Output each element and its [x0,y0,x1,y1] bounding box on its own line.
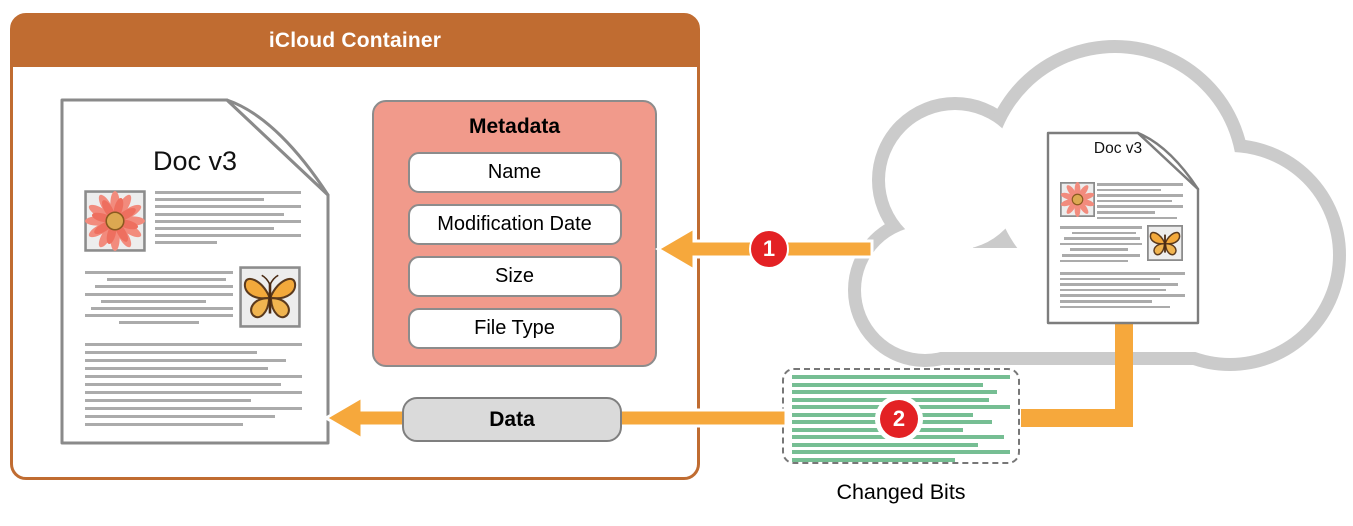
clouddoc-lines-1-row [1097,216,1177,220]
clouddoc-lines-1-row [1097,199,1172,203]
doc-lines-3-row [85,399,251,402]
metadata-title: Metadata [468,115,561,138]
clouddoc-lines-1-row [1097,183,1183,186]
doc-lines-1-row [155,234,301,238]
data-pill: Data [402,397,622,442]
changed-bits-lines-row [792,397,989,402]
doc-lines-2-row [119,321,199,325]
doc-lines-3-row [85,423,243,426]
metadata-field-pill: Name [407,152,622,193]
clouddoc-lines-1-row [1097,188,1161,192]
doc-lines-3-row [85,359,286,362]
data-pill-label: Data [489,407,535,431]
doc-lines-3-row [85,383,281,386]
clouddoc-lines-2-row [1062,254,1140,257]
changed-bits-lines-row [792,382,983,387]
icloud-container-header: iCloud Container [12,15,698,67]
changed-bits-lines-row [792,442,978,447]
doc-lines-1-row [155,198,264,202]
flower-photo-icon-small [1060,182,1095,217]
doc-lines-3-row [85,375,302,378]
step-1-badge: 1 [749,229,789,269]
clouddoc-lines-2-row [1064,237,1140,240]
cloud-to-changedbits-connector [1021,316,1133,427]
changed-bits-lines-row [792,390,997,394]
doc-lines-2-row [85,292,233,296]
metadata-field-pill: Modification Date [407,204,622,245]
doc-lines-2-row [85,271,233,274]
step-2-number: 2 [892,406,906,431]
doc-lines-1-row [155,191,301,194]
icloud-container-title: iCloud Container [268,29,442,52]
clouddoc-lines-1-row [1097,194,1183,197]
doc-lines-3-row [85,391,302,394]
local-document-title: Doc v3 [152,146,238,176]
step-2-badge: 2 [880,400,918,438]
clouddoc-lines-3-row [1060,277,1160,281]
doc-lines-3-row [85,351,257,354]
clouddoc-lines-2-row [1060,226,1142,229]
clouddoc-lines-3-row [1060,288,1166,292]
doc-lines-2-row [91,307,233,310]
clouddoc-lines-3-row [1060,272,1185,275]
doc-lines-1-row [155,227,274,230]
clouddoc-lines-3-row [1060,305,1170,309]
clouddoc-lines-3-row [1060,283,1178,286]
metadata-field-pill: Size [407,256,622,297]
flower-photo-icon [84,190,146,252]
clouddoc-lines-2-row [1060,242,1142,246]
changed-bits-lines-row [792,427,963,432]
doc-lines-1-row [155,212,284,216]
metadata-field-pill: File Type [407,308,622,349]
clouddoc-lines-3-row [1060,294,1185,297]
doc-lines-3-row [85,343,302,346]
cloud-document-title: Doc v3 [1093,140,1143,157]
changed-bits-lines-row [792,457,955,462]
doc-lines-1-row [155,219,301,223]
clouddoc-lines-2-row [1070,248,1128,251]
step-1-number: 1 [762,236,776,261]
doc-lines-3-row [85,415,275,418]
butterfly-photo-icon [239,266,301,328]
clouddoc-lines-1-row [1097,205,1183,208]
clouddoc-lines-3-row [1060,300,1152,303]
clouddoc-lines-1-row [1097,211,1155,214]
changed-bits-lines-row [792,450,1010,454]
butterfly-photo-icon-small [1147,225,1183,261]
doc-lines-3-row [85,407,302,410]
doc-lines-2-row [101,299,206,303]
changed-bits-lines-row [792,375,1010,379]
changed-bits-label: Changed Bits [836,480,966,504]
doc-lines-1-row [155,205,301,209]
doc-lines-2-row [95,285,233,289]
doc-lines-2-row [85,314,233,318]
doc-lines-2-row [107,278,226,282]
doc-lines-3-row [85,367,268,370]
clouddoc-lines-2-row [1072,231,1136,235]
clouddoc-lines-2-row [1060,259,1128,263]
doc-lines-1-row [155,241,217,245]
